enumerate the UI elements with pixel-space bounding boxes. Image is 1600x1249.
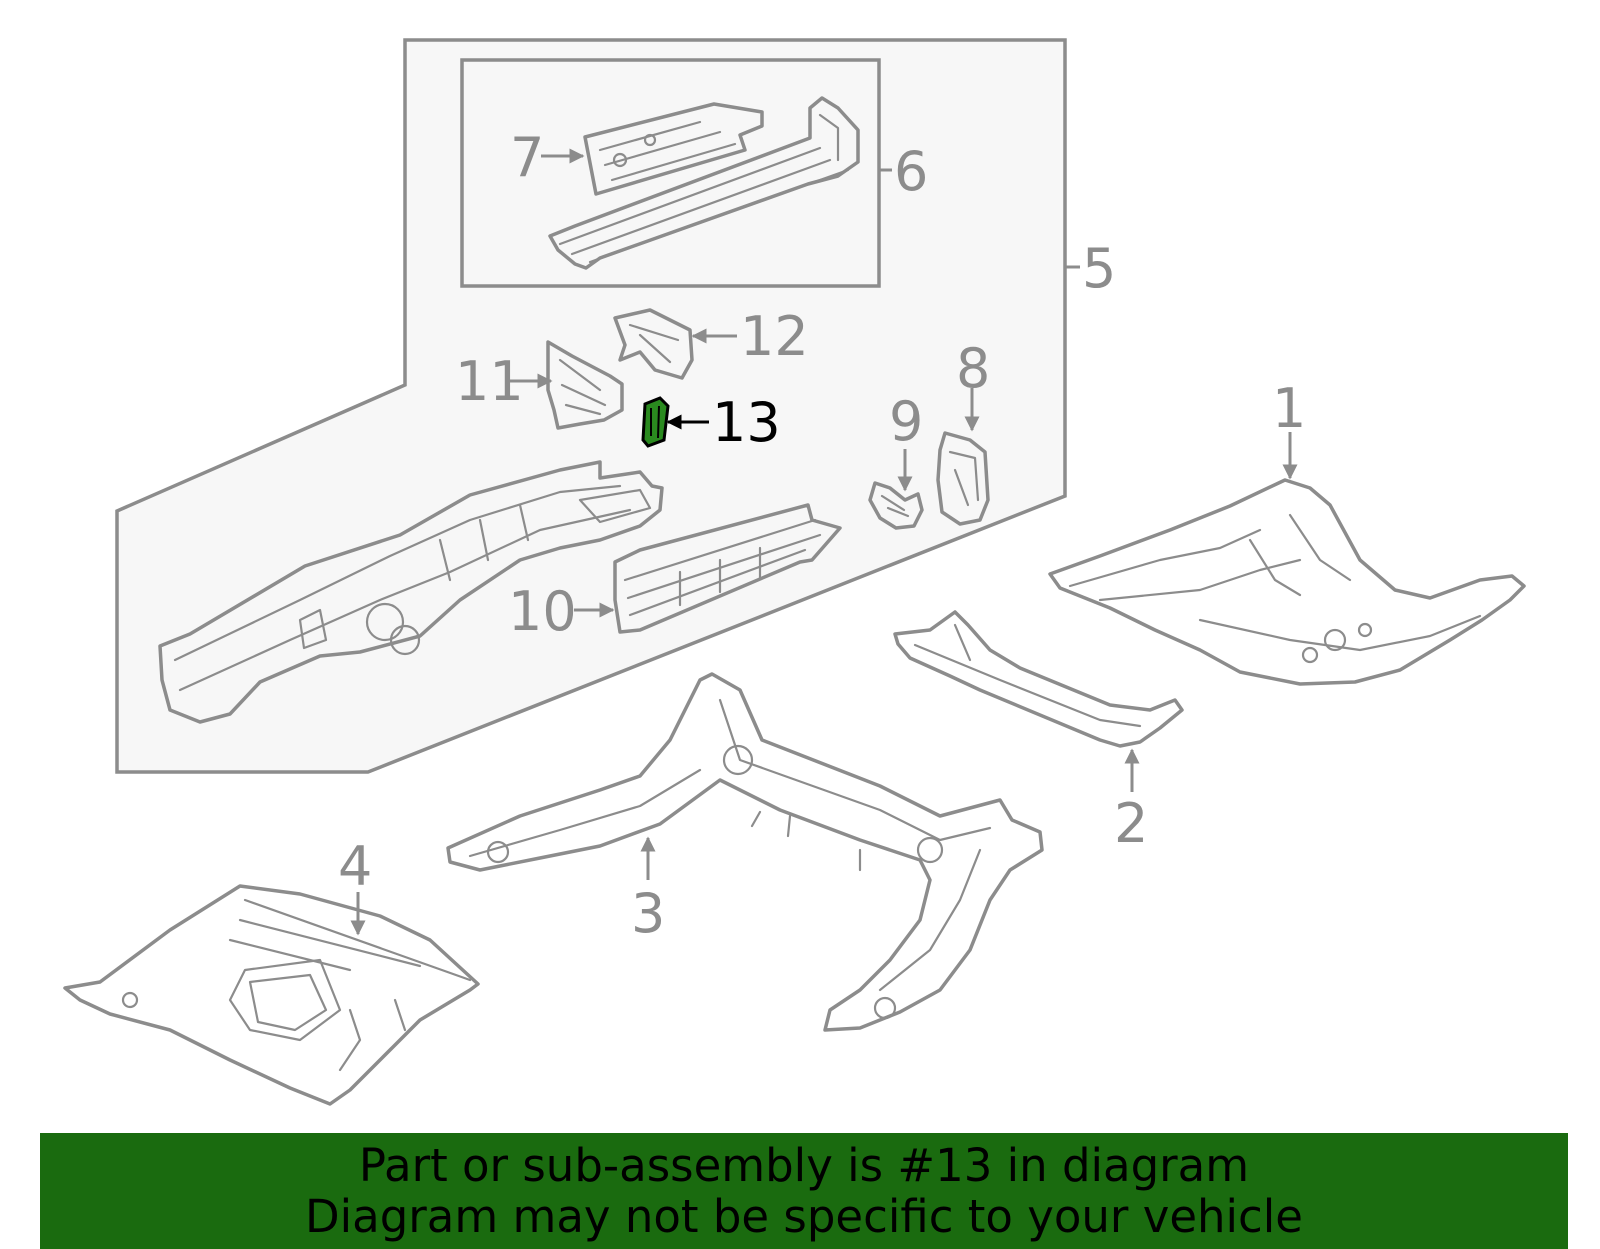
part-7-bracket[interactable] — [583, 102, 764, 196]
callout-5: 5 — [1082, 237, 1116, 300]
callout-10: 10 — [508, 580, 577, 643]
part-3-subframe[interactable] — [446, 672, 1044, 1032]
part-11-bracket[interactable] — [546, 340, 624, 430]
part-13-highlighted[interactable] — [641, 396, 670, 448]
part-1-floor-pan[interactable] — [1048, 478, 1526, 686]
banner-line-1: Part or sub-assembly is #13 in diagram — [358, 1139, 1250, 1192]
leader-lines — [350, 148, 1298, 936]
part-8-bracket[interactable] — [936, 431, 990, 526]
part-2-crossmember[interactable] — [893, 610, 1184, 748]
info-banner: Part or sub-assembly is #13 in diagram D… — [40, 1133, 1568, 1249]
callout-8: 8 — [956, 337, 990, 400]
callout-6: 6 — [894, 140, 928, 203]
callout-12: 12 — [740, 305, 809, 368]
callout-4: 4 — [338, 835, 372, 898]
callout-1: 1 — [1272, 377, 1306, 440]
callout-9: 9 — [889, 390, 923, 453]
part-6-rail[interactable] — [548, 96, 860, 270]
part-12-bracket[interactable] — [613, 308, 694, 380]
callout-11: 11 — [455, 350, 524, 413]
callout-2: 2 — [1114, 792, 1148, 855]
callout-13: 13 — [712, 391, 781, 454]
callout-7: 7 — [510, 126, 544, 189]
part-4-floor-pan[interactable] — [63, 884, 480, 1106]
part-9-bracket[interactable] — [868, 481, 924, 530]
part-10-frame[interactable] — [613, 503, 842, 634]
side-frame-assembly[interactable] — [158, 460, 664, 724]
callout-3: 3 — [631, 882, 665, 945]
banner-line-2: Diagram may not be specific to your vehi… — [305, 1190, 1303, 1243]
